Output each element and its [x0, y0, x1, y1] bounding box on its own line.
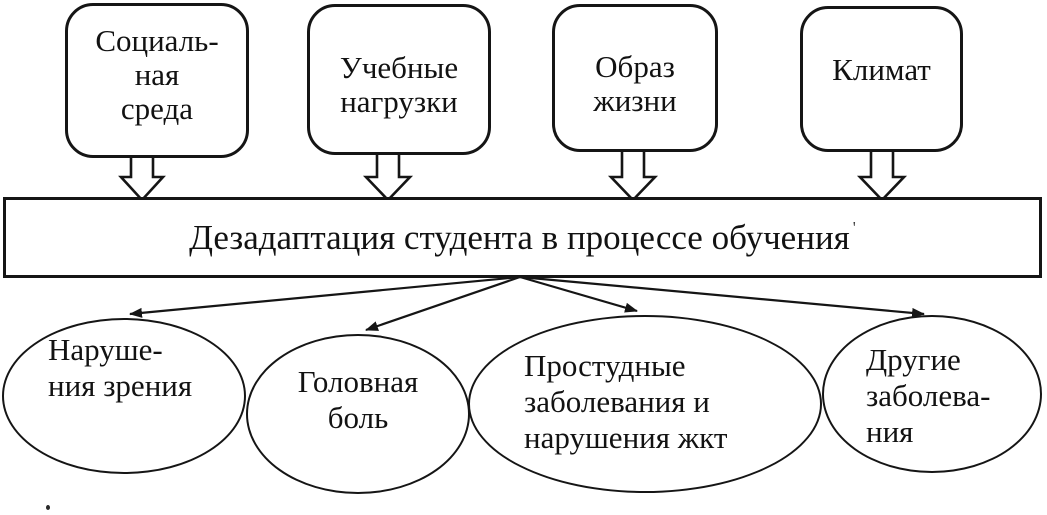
- central-label-tick-mark: ': [852, 218, 856, 237]
- factor-label-line: Образ: [595, 49, 675, 84]
- central-label: Дезадаптация студента в процессе обучени…: [189, 217, 850, 257]
- factor-label-line: жизни: [593, 83, 677, 118]
- block-arrow-down-2: [362, 151, 414, 202]
- block-arrow-down-4: [856, 148, 908, 202]
- block-arrow-down-3: [607, 148, 659, 202]
- factor-box-study-loads: Учебные нагрузки: [307, 4, 491, 155]
- outcome-label-line: заболева-: [866, 378, 991, 413]
- outcome-label-line: Наруше-: [48, 332, 163, 367]
- outcome-ellipse-colds-gi: [468, 315, 822, 493]
- factor-label-line: Климат: [832, 52, 931, 87]
- factor-label-line: Социаль-: [95, 22, 219, 58]
- block-arrow-down-1: [118, 154, 166, 202]
- outcome-label-line: ния зрения: [48, 368, 193, 403]
- arrow-to-colds-gi: [519, 275, 638, 313]
- scan-artifact-dot: [46, 505, 50, 510]
- outcome-ellipse-vision: [2, 318, 246, 474]
- outcome-label-colds-gi: Простудные заболевания и нарушения жкт: [524, 348, 727, 456]
- factor-box-social-environment: Социаль- ная среда: [65, 3, 249, 158]
- central-maladaptation-bar: Дезадаптация студента в процессе обучени…: [3, 197, 1042, 278]
- outcome-label-line: ния: [866, 414, 914, 449]
- outcome-label-line: Головная: [297, 364, 419, 399]
- factor-label-line: ная: [134, 56, 180, 92]
- arrow-to-headache: [365, 275, 521, 332]
- factor-label-line: Учебные: [339, 49, 459, 85]
- outcome-label-other-diseases: Другие заболева- ния: [866, 342, 990, 450]
- outcome-label-line: заболевания и: [524, 384, 710, 419]
- outcome-label-line: Простудные: [524, 348, 686, 383]
- factor-label-line: нагрузки: [340, 83, 458, 119]
- outcome-label-line: боль: [327, 400, 389, 435]
- outcome-ellipse-other-diseases: [822, 315, 1042, 473]
- factor-box-lifestyle: Образ жизни: [552, 4, 718, 152]
- factor-label-line: среда: [120, 90, 194, 126]
- outcome-label-headache: Головная боль: [246, 364, 470, 436]
- outcome-label-vision: Наруше- ния зрения: [48, 332, 192, 404]
- arrow-to-other-diseases: [519, 275, 925, 318]
- factor-box-climate: Климат: [800, 6, 963, 152]
- outcome-label-line: Другие: [866, 342, 961, 377]
- arrow-to-vision: [129, 275, 521, 318]
- outcome-label-line: нарушения жкт: [524, 420, 728, 455]
